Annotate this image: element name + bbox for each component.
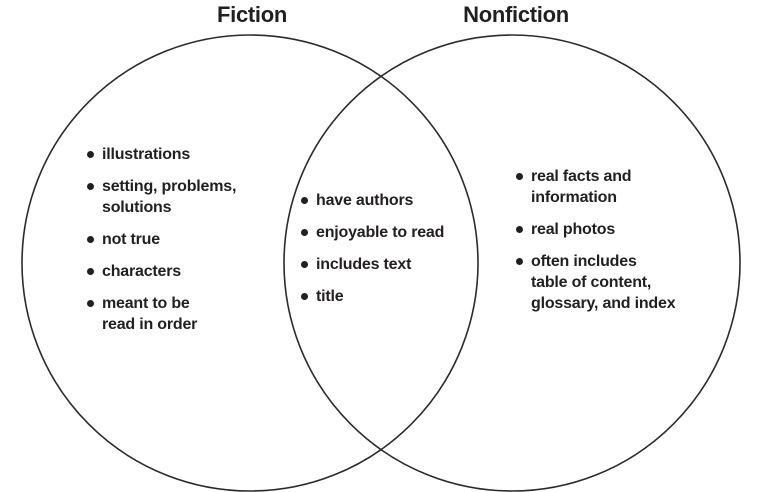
list-item: real photos (516, 219, 721, 240)
bullet-icon (301, 293, 308, 300)
bullet-icon (87, 183, 94, 190)
nonfiction-title: Nonfiction (463, 2, 569, 27)
list-item-text: real photos (531, 221, 616, 238)
list-item: real facts and information (516, 166, 721, 208)
bullet-icon (87, 151, 94, 158)
list-item-text: real facts and information (531, 168, 632, 206)
bullet-icon (87, 236, 94, 243)
bullet-icon (301, 197, 308, 204)
list-item: illustrations (87, 144, 287, 165)
bullet-icon (301, 261, 308, 268)
list-item-text: meant to be read in order (102, 295, 198, 333)
list-item: not true (87, 229, 287, 250)
list-item-text: often includes table of content, glossar… (531, 253, 676, 312)
bullet-icon (516, 258, 523, 265)
list-item: often includes table of content, glossar… (516, 251, 721, 314)
fiction-list: illustrations setting, problems, solutio… (87, 144, 287, 335)
list-item-text: have authors (316, 192, 414, 209)
bullet-icon (87, 268, 94, 275)
nonfiction-circle (283, 34, 741, 492)
list-item: enjoyable to read (301, 222, 481, 243)
bullet-icon (87, 300, 94, 307)
bullet-icon (301, 229, 308, 236)
list-item: title (301, 286, 481, 307)
list-item: includes text (301, 254, 481, 275)
list-item: have authors (301, 190, 481, 211)
nonfiction-list: real facts and information real photos o… (516, 166, 721, 314)
shared-list: have authors enjoyable to read includes … (301, 190, 481, 307)
list-item-text: includes text (316, 256, 412, 273)
list-item: setting, problems, solutions (87, 176, 287, 218)
fiction-circle (21, 34, 479, 492)
list-item-text: title (316, 288, 344, 305)
list-item-text: illustrations (102, 146, 191, 163)
list-item: meant to be read in order (87, 293, 287, 335)
bullet-icon (516, 173, 523, 180)
bullet-icon (516, 226, 523, 233)
list-item-text: not true (102, 231, 160, 248)
list-item: characters (87, 261, 287, 282)
list-item-text: characters (102, 263, 181, 280)
list-item-text: setting, problems, solutions (102, 178, 237, 216)
fiction-title: Fiction (216, 2, 288, 27)
list-item-text: enjoyable to read (316, 224, 445, 241)
